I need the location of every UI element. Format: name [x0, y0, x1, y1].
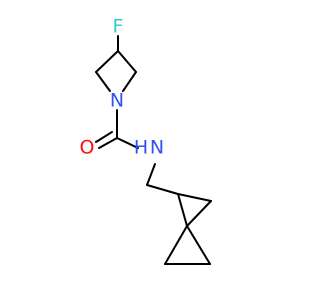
bond-bottom-cyclopropane-left: [164, 225, 188, 265]
amide-hydrogen-label: H: [134, 137, 148, 159]
bond-methylene-spiro-ring: [146, 184, 179, 195]
bond-top-cyclopropane-right: [177, 193, 212, 202]
fluorine-label: F: [113, 16, 124, 38]
bonds: [95, 35, 212, 265]
bond-top-cyclopropane-base: [186, 200, 212, 227]
bond-carbonyl-oxygen-a: [98, 137, 118, 149]
bond-carbonyl-oxygen-b: [95, 131, 113, 143]
bond-nh-methylene: [146, 163, 156, 186]
bond-c3-c4: [117, 50, 137, 73]
atom-labels: F N O H N: [80, 16, 165, 159]
amide-nitrogen-label: N: [150, 137, 164, 159]
bond-top-cyclopropane-left: [177, 193, 188, 227]
molecule-structure: F N O H N: [80, 16, 212, 265]
bond-c4-n1: [122, 71, 137, 92]
bond-carbonyl-nh: [116, 137, 139, 149]
bond-bottom-cyclopropane-right: [186, 225, 211, 265]
bond-n1-c2: [95, 71, 111, 92]
bond-c2-c3: [95, 50, 119, 73]
amide-oxygen-label: O: [80, 137, 95, 159]
ring-nitrogen-label: N: [110, 90, 124, 112]
